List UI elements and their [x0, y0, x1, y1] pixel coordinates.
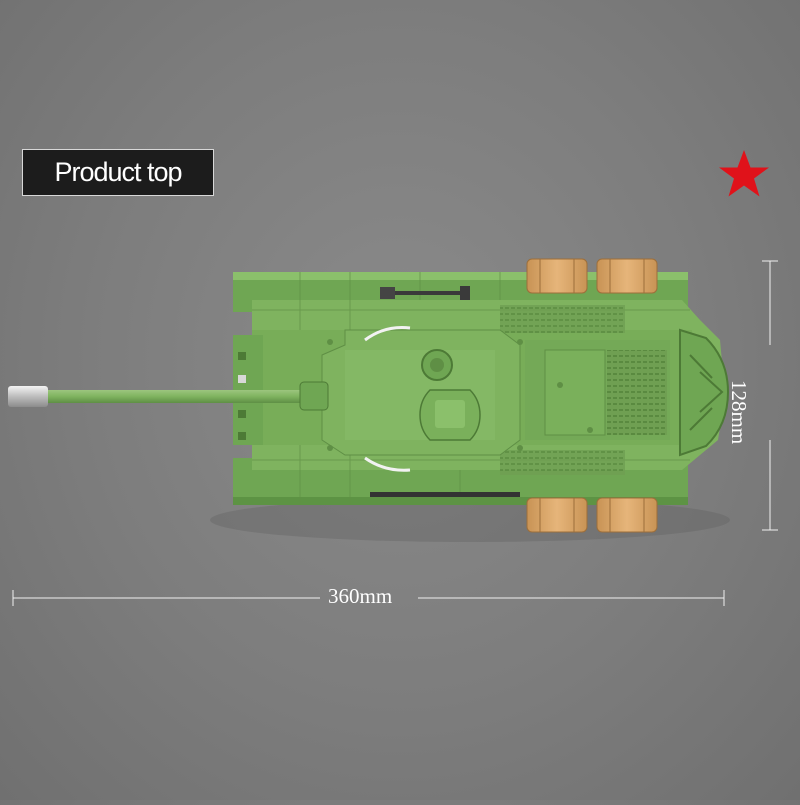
height-dimension-label: 128mm — [727, 380, 751, 445]
gun-barrel — [45, 390, 327, 403]
rear-plate — [679, 328, 730, 457]
width-dimension-label: 360mm — [328, 584, 393, 608]
fuel-drums — [526, 258, 658, 533]
muzzle-brake — [8, 386, 48, 407]
red-star-icon — [716, 148, 772, 200]
title-box: Product top — [22, 149, 214, 196]
title-text: Product top — [54, 157, 182, 187]
